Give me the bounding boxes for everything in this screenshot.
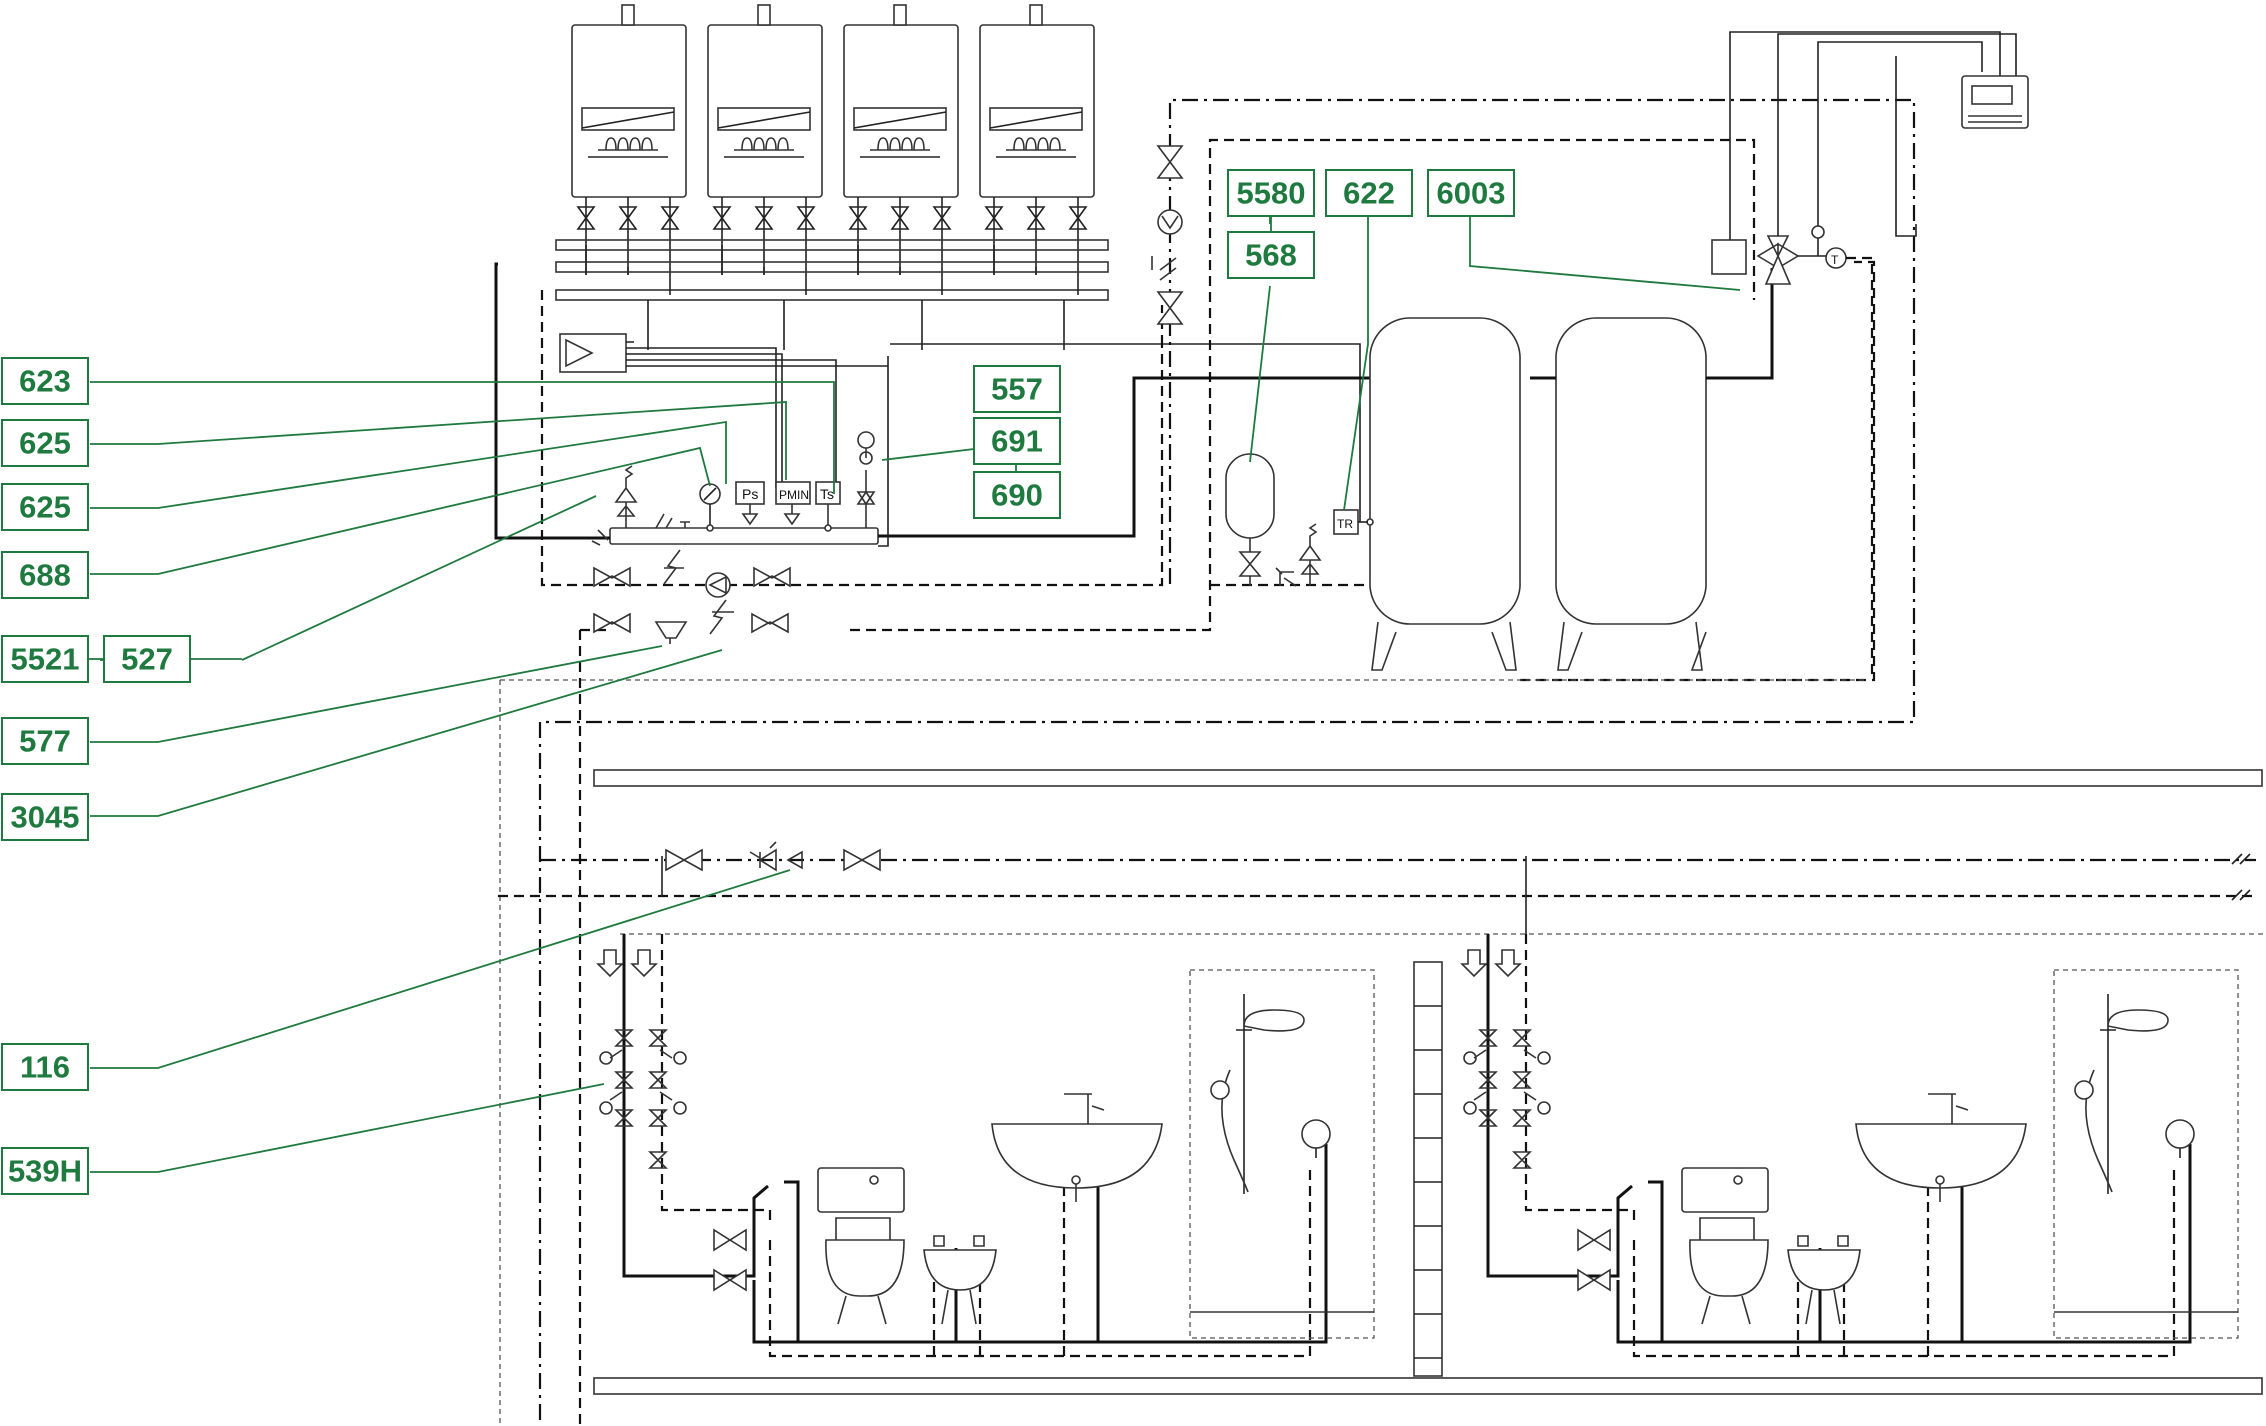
svg-text:557: 557 bbox=[991, 372, 1043, 407]
ts-symbol: Ts bbox=[820, 486, 834, 502]
svg-text:625: 625 bbox=[19, 426, 71, 461]
label-691: 691 bbox=[973, 417, 1061, 465]
label-539h: 539H bbox=[1, 1147, 89, 1195]
label-625: 625 bbox=[1, 483, 89, 531]
label-577: 577 bbox=[1, 717, 89, 765]
svg-text:5521: 5521 bbox=[11, 642, 80, 677]
label-688: 688 bbox=[1, 551, 89, 599]
label-3045: 3045 bbox=[1, 793, 89, 841]
svg-text:539H: 539H bbox=[8, 1154, 82, 1189]
label-5580: 5580 bbox=[1227, 169, 1315, 217]
label-116: 116 bbox=[1, 1043, 89, 1091]
tr-symbol: TR bbox=[1337, 517, 1353, 531]
boiler bbox=[979, 4, 1095, 276]
brick-wall bbox=[1413, 961, 1443, 1377]
dhw-recirculation bbox=[578, 138, 1756, 1426]
distribution-lines bbox=[498, 841, 2266, 935]
svg-text:116: 116 bbox=[20, 1050, 70, 1085]
svg-text:527: 527 bbox=[121, 642, 173, 677]
label-625: 625 bbox=[1, 419, 89, 467]
label-527: 527 bbox=[103, 635, 191, 683]
boiler bbox=[707, 4, 823, 276]
storage-tanks: TR bbox=[1210, 260, 1876, 682]
boiler-return-line bbox=[540, 290, 1164, 598]
primary-flow-line bbox=[538, 98, 1916, 1426]
t-symbol: T bbox=[1831, 253, 1839, 267]
boiler bbox=[843, 4, 959, 276]
reference-labels: 623 625 625 688 5521 527 577 bbox=[1, 169, 1515, 1195]
cascade-controller bbox=[559, 300, 1361, 522]
hydraulic-separator: Ps PMIN Ts bbox=[494, 262, 1376, 547]
thermostatic-mixing-valve: T bbox=[1711, 31, 2029, 678]
boiler-bank bbox=[571, 4, 1095, 276]
bathroom-right bbox=[1460, 854, 2240, 1358]
label-5521: 5521 bbox=[1, 635, 89, 683]
label-623: 623 bbox=[1, 357, 89, 405]
svg-text:625: 625 bbox=[19, 490, 71, 525]
boiler bbox=[571, 4, 687, 275]
label-6003: 6003 bbox=[1427, 169, 1515, 217]
svg-text:568: 568 bbox=[1245, 238, 1297, 273]
pmin-symbol: PMIN bbox=[779, 488, 809, 502]
svg-text:691: 691 bbox=[991, 424, 1043, 459]
floor-slabs bbox=[499, 679, 2263, 1426]
label-568: 568 bbox=[1227, 231, 1315, 279]
ps-symbol: Ps bbox=[742, 486, 758, 502]
svg-text:690: 690 bbox=[991, 478, 1043, 513]
svg-text:5580: 5580 bbox=[1237, 176, 1306, 211]
svg-text:3045: 3045 bbox=[11, 800, 80, 835]
svg-text:622: 622 bbox=[1343, 176, 1395, 211]
svg-text:6003: 6003 bbox=[1437, 176, 1506, 211]
label-557: 557 bbox=[973, 365, 1061, 413]
bathroom-left bbox=[596, 856, 1375, 1358]
svg-text:623: 623 bbox=[19, 364, 71, 399]
boiler-manifold bbox=[555, 239, 1109, 301]
label-690: 690 bbox=[973, 471, 1061, 519]
svg-text:577: 577 bbox=[19, 724, 71, 759]
svg-text:688: 688 bbox=[19, 558, 71, 593]
label-622: 622 bbox=[1325, 169, 1413, 217]
